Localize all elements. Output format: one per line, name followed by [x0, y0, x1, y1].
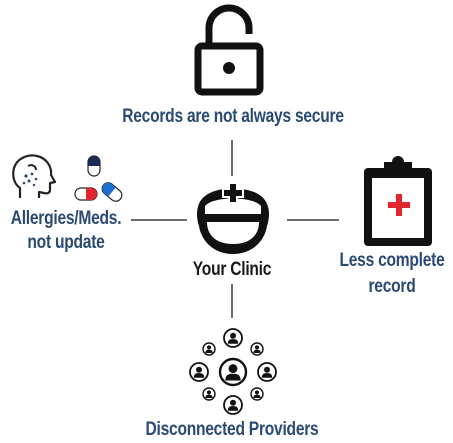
left-node-label-line2: not update: [27, 232, 105, 253]
provider-network-icon: [189, 328, 277, 415]
top-node-label: Records are not always secure: [122, 106, 344, 127]
allergy-head-icon: [12, 154, 57, 198]
connector-top: [231, 140, 233, 176]
connector-bottom: [231, 284, 233, 318]
medical-clipboard-icon: [364, 156, 432, 246]
center-node-label: Your Clinic: [192, 259, 272, 280]
bottom-node-label: Disconnected Providers: [145, 419, 319, 440]
right-node-label-line1: Less complete: [339, 250, 445, 271]
pills-capsules-icon: [74, 155, 123, 202]
clinic-nurse-icon: [197, 182, 269, 254]
unlocked-padlock-icon: [194, 4, 264, 96]
connector-right: [287, 219, 339, 221]
connector-left: [131, 219, 187, 221]
left-node-label-line1: Allergies/Meds.: [10, 208, 122, 229]
right-node-label-line2: record: [368, 276, 416, 297]
